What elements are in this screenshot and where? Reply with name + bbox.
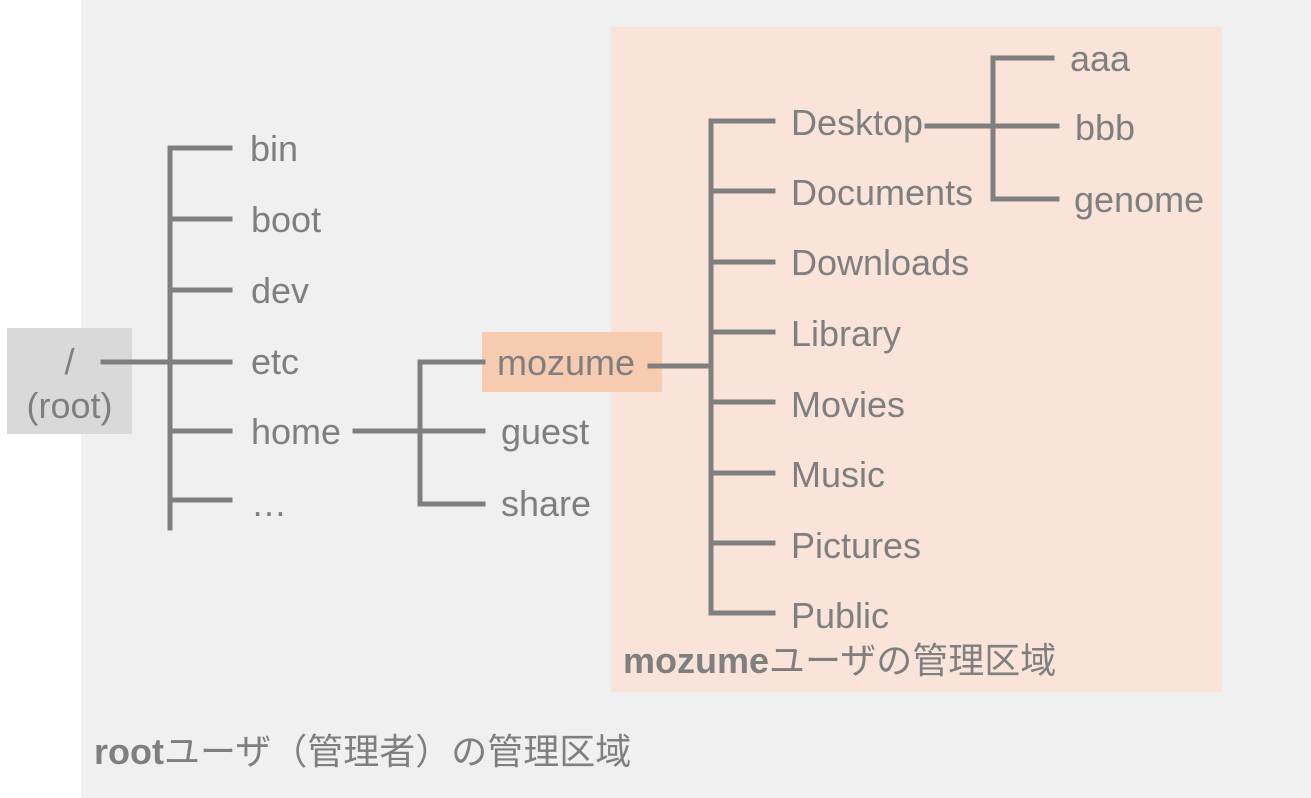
root-node-slash: / bbox=[64, 341, 75, 382]
folder-share: share bbox=[501, 483, 592, 524]
folder-desktop: Desktop bbox=[791, 102, 924, 143]
folder-movies: Movies bbox=[791, 384, 906, 425]
root-area-caption-user: root bbox=[94, 731, 164, 772]
folder-downloads: Downloads bbox=[791, 242, 970, 283]
root-area-caption: rootユーザ（管理者）の管理区域 bbox=[94, 734, 631, 770]
folder-bbb: bbb bbox=[1075, 107, 1136, 148]
folder-dev: dev bbox=[251, 270, 310, 311]
folder-pictures: Pictures bbox=[791, 525, 922, 566]
folder-library: Library bbox=[791, 313, 902, 354]
folder-documents: Documents bbox=[791, 172, 974, 213]
mozume-area-caption-text: ユーザの管理区域 bbox=[769, 640, 1057, 681]
folder-bin: bin bbox=[250, 128, 299, 169]
folder-mozume: mozume bbox=[497, 342, 636, 383]
folder-boot: boot bbox=[251, 199, 322, 240]
mozume-node-box bbox=[482, 332, 662, 392]
root-node-label: / (root) bbox=[7, 340, 132, 428]
folder-public: Public bbox=[791, 595, 890, 636]
folder-ellipsis: … bbox=[251, 483, 287, 524]
mozume-area-caption-user: mozume bbox=[623, 640, 770, 681]
root-area-caption-text: ユーザ（管理者）の管理区域 bbox=[163, 731, 632, 772]
folder-guest: guest bbox=[501, 411, 590, 452]
folder-aaa: aaa bbox=[1070, 38, 1131, 79]
folder-etc: etc bbox=[251, 341, 300, 382]
folder-music: Music bbox=[791, 454, 886, 495]
root-node-box bbox=[7, 328, 132, 434]
root-node-name: (root) bbox=[26, 385, 113, 426]
mozume-area-caption: mozumeユーザの管理区域 bbox=[623, 643, 1056, 679]
folder-home: home bbox=[251, 411, 342, 452]
folder-genome: genome bbox=[1074, 179, 1205, 220]
